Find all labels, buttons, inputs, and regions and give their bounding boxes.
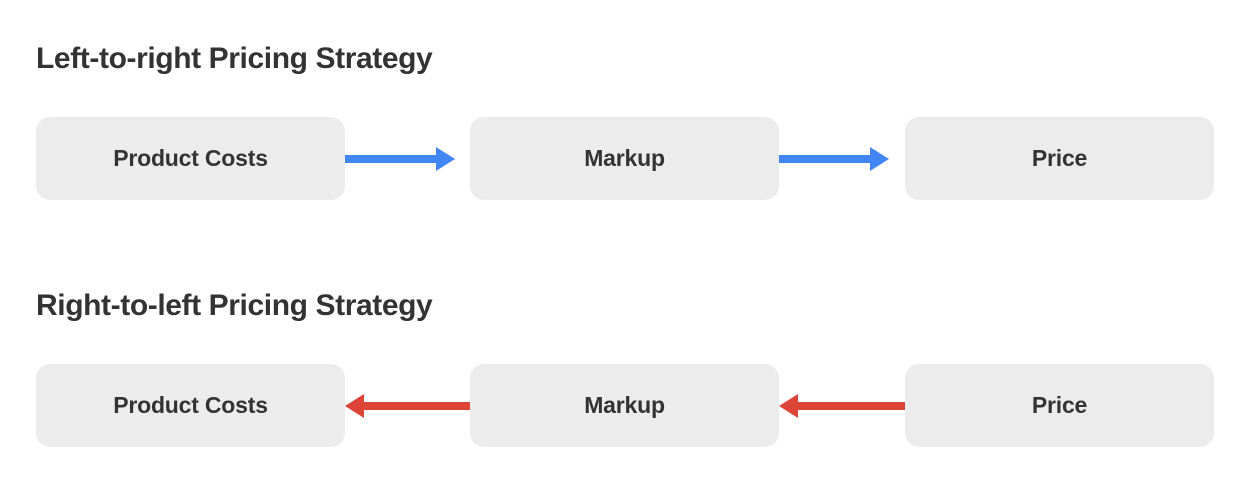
arrow-right-icon [345,147,455,171]
node-label: Product Costs [113,145,268,171]
node-label: Price [1031,392,1088,418]
connector-markup-to-price [779,144,905,174]
node-markup-rtl[interactable]: Markup [470,364,779,447]
connector-price-to-markup [779,391,905,421]
node-label: Markup [584,145,665,171]
section-title-right-to-left: Right-to-left Pricing Strategy [36,289,433,322]
section-left-to-right: Left-to-right Pricing Strategy Product C… [0,0,1250,230]
node-product-costs-rtl[interactable]: Product Costs [36,364,345,447]
node-product-costs-ltr[interactable]: Product Costs [36,117,345,200]
node-price-ltr[interactable]: Price [905,117,1214,200]
node-label: Price [1031,145,1088,171]
section-title-left-to-right: Left-to-right Pricing Strategy [36,42,433,75]
flow-row-left-to-right: Product Costs Markup Price [0,117,1250,200]
connector-product-costs-to-markup [345,144,471,174]
connector-markup-to-product-costs [345,391,471,421]
node-label: Product Costs [113,392,268,418]
flow-row-right-to-left: Product Costs Markup Price [0,364,1250,447]
arrow-left-icon [345,394,471,418]
node-price-rtl[interactable]: Price [905,364,1214,447]
node-markup-ltr[interactable]: Markup [470,117,779,200]
node-label: Markup [584,392,665,418]
arrow-left-icon [779,394,905,418]
arrow-right-icon [779,147,889,171]
section-right-to-left: Right-to-left Pricing Strategy Product C… [0,247,1250,491]
